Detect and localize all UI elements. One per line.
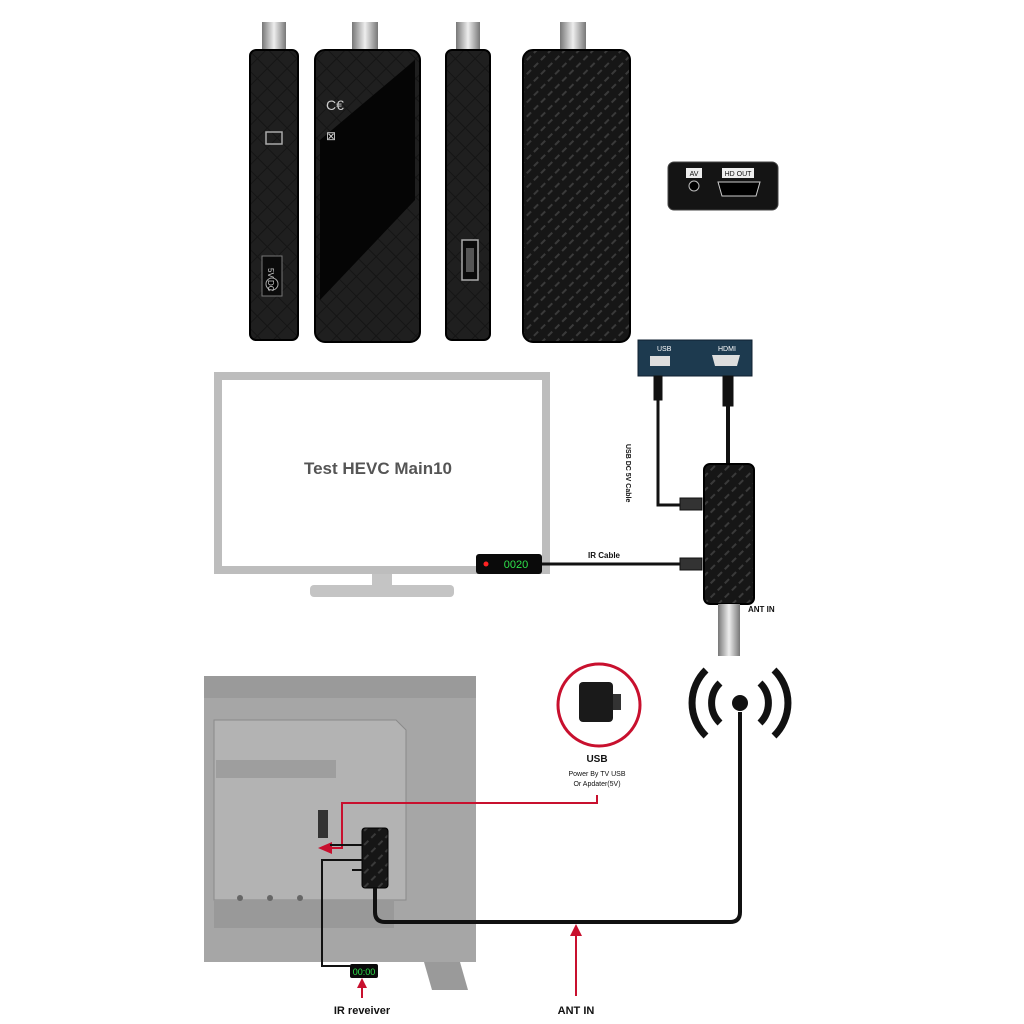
device-side-right xyxy=(445,22,491,341)
mini-usb-port xyxy=(265,131,283,145)
usb-cable-label: USB DC 5V Cable xyxy=(624,444,631,502)
port-detail: AV HD OUT xyxy=(667,161,779,211)
device-side-left: 5V DC xyxy=(249,22,299,341)
device-front: C€ ⊠ xyxy=(314,22,421,343)
ir-wire xyxy=(321,859,362,967)
tv-stand xyxy=(310,585,454,597)
ir-display-readout: 0020 xyxy=(504,559,528,571)
usb-desc-2: Or Apdater(5V) xyxy=(573,781,620,788)
ce-mark: C€ xyxy=(326,97,344,113)
antenna-cable xyxy=(718,604,740,656)
ir-display: 0020 xyxy=(476,554,542,574)
ir-receiver-readout: 00:00 xyxy=(353,967,376,977)
usb-adapter xyxy=(556,662,642,748)
ant-in-label-bottom: ANT IN xyxy=(558,1005,595,1017)
weee-icon: ⊠ xyxy=(326,129,336,143)
usb-desc-1: Power By TV USB xyxy=(568,771,625,778)
usb-title: USB xyxy=(586,754,607,765)
tv-back xyxy=(204,676,476,990)
ir-cable-label: IR Cable xyxy=(588,551,621,560)
hd-out-label: HD OUT xyxy=(725,171,753,178)
panel-hdmi-label: HDMI xyxy=(718,346,736,353)
av-label: AV xyxy=(690,171,699,178)
device-back xyxy=(522,22,631,343)
cables xyxy=(542,375,734,571)
ir-receiver-label: IR reveiver xyxy=(334,1005,391,1017)
device-installed xyxy=(703,463,755,656)
port-panel: USB HDMI xyxy=(637,339,753,377)
tv-screen-text: Test HEVC Main10 xyxy=(304,459,452,478)
panel-usb-label: USB xyxy=(657,346,672,353)
ant-in-label-top: ANT IN xyxy=(748,605,775,614)
dc-5v-label: 5V DC xyxy=(266,268,275,292)
antenna-wire xyxy=(373,712,742,924)
ir-receiver xyxy=(350,964,378,978)
signal-icon xyxy=(688,667,792,739)
usb-pointer-line xyxy=(330,795,598,849)
tv-monitor: Test HEVC Main10 xyxy=(214,372,550,597)
